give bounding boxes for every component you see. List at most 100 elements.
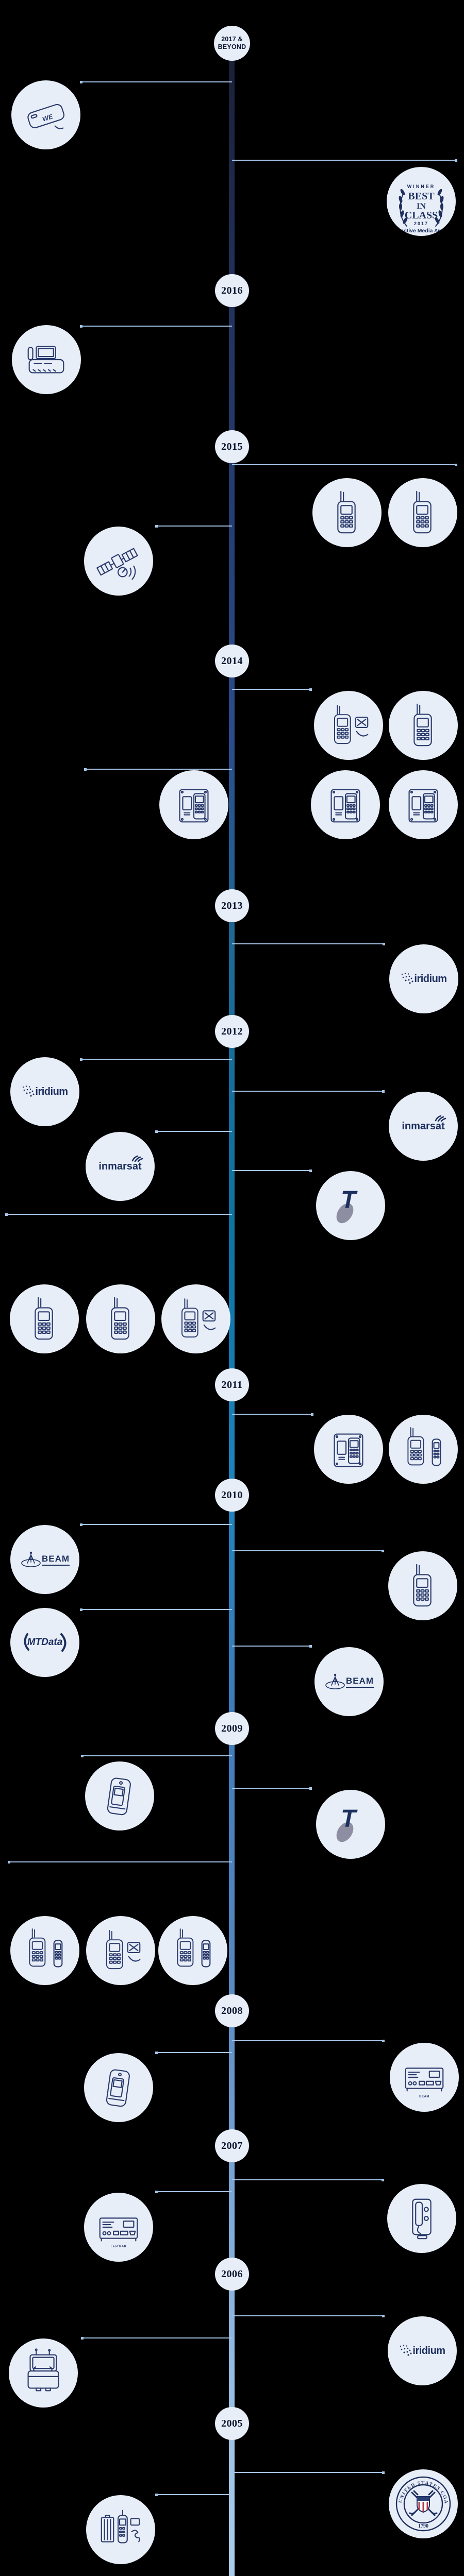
connector-endpoint-dot (455, 463, 457, 466)
event-connector-line (156, 2494, 232, 2495)
svg-text:WE: WE (41, 112, 54, 123)
device-caption: LeoTRAK (110, 2245, 127, 2248)
handset-device-circle (388, 1551, 457, 1620)
satphoneacc-icon (181, 1298, 216, 1338)
beam-logo: BEAM (20, 1550, 70, 1569)
svg-text:BEST: BEST (408, 191, 435, 202)
wall-dock-device-circle (314, 1415, 383, 1484)
satphone-icon (413, 490, 432, 534)
year-node-2013: 2013 (215, 889, 249, 922)
kit-icon (101, 2510, 140, 2544)
event-connector-line (85, 769, 232, 770)
iridium-logo: iridium (399, 2345, 445, 2357)
dock-icon (334, 1433, 363, 1467)
mtdata-logo: MTData (20, 1629, 70, 1656)
year-node-2014: 2014 (215, 645, 249, 677)
satphoneacc-icon (334, 705, 369, 744)
year-label: 2006 (221, 2268, 243, 2280)
timeline-axis (229, 59, 235, 2576)
dock-icon (330, 789, 360, 823)
connector-endpoint-dot (81, 2336, 84, 2340)
year-label: 2008 (221, 2005, 243, 2016)
connector-endpoint-dot (81, 1754, 84, 1757)
event-connector-line (232, 2315, 384, 2316)
iridium-logo-circle: iridium (388, 2316, 457, 2385)
satphone-icon (337, 490, 356, 534)
satphoneacc-icon (106, 1930, 141, 1970)
satphone-device-circle (388, 478, 457, 547)
iridium-logo-circle: iridium (10, 1057, 79, 1126)
satphone-device-circle (10, 1284, 79, 1353)
year-node-2015: 2015 (215, 430, 249, 463)
satellite-circle (84, 527, 153, 596)
inmarsat-logo-circle: inmarsat (86, 1132, 155, 1201)
event-connector-line (6, 1214, 232, 1215)
year-label: 2012 (221, 1025, 243, 1037)
connector-endpoint-dot (382, 2178, 384, 2181)
year-label: BEYOND (218, 43, 246, 50)
iridium-logo: iridium (401, 973, 447, 985)
iridium-logo: iridium (22, 1086, 68, 1098)
connector-endpoint-dot (382, 2314, 385, 2317)
satphone-device-circle (312, 478, 382, 547)
year-node-2017-beyond: 2017 &BEYOND (214, 26, 250, 61)
wall-mount-phone-circle (387, 2184, 456, 2253)
year-label: 2009 (221, 1722, 243, 1734)
connector-endpoint-dot (311, 1413, 313, 1416)
mtdata-wordmark: MTData (27, 1637, 63, 1648)
iridium-dots-icon (23, 1086, 35, 1097)
leotrak-terminal-circle: LeoTRAK (84, 2193, 153, 2262)
connector-endpoint-dot (80, 80, 82, 83)
beam-wordmark: BEAM (345, 1676, 374, 1688)
iridium-wordmark: iridium (412, 2345, 445, 2357)
us-coast-guard-seal-circle: UNITED STATES COAST GUARD1790 (389, 2469, 458, 2538)
dock-phone-device-circle (389, 1415, 458, 1484)
connector-endpoint-dot (155, 524, 158, 528)
phone-dock-device-circle (311, 770, 380, 839)
event-connector-line (232, 1414, 312, 1415)
satphone-device-circle (86, 1284, 155, 1353)
satphone-handset-kit-circle (10, 1916, 79, 1985)
dockdisplay-icon (27, 346, 64, 374)
satphone-with-accessory-circle (161, 1284, 230, 1353)
event-connector-line (82, 1755, 232, 1756)
year-node-2011: 2011 (215, 1368, 249, 1401)
event-connector-line (156, 2052, 232, 2053)
svg-text:CLASS: CLASS (405, 210, 438, 221)
telstra-logo: T (333, 1804, 369, 1845)
connector-endpoint-dot (84, 768, 87, 771)
beam-wordmark: BEAM (41, 1554, 70, 1566)
connector-endpoint-dot (80, 1058, 82, 1061)
satellite-icon (96, 548, 138, 580)
connector-endpoint-dot (383, 942, 385, 945)
satphoneduo-icon (407, 1427, 441, 1466)
year-node-2010: 2010 (215, 1479, 249, 1512)
year-label: 2010 (221, 1489, 243, 1501)
hotspot-icon: WE (27, 104, 64, 129)
connector-endpoint-dot (80, 1523, 82, 1526)
connector-endpoint-dot (382, 1549, 384, 1552)
inmarsat-signal-icon (131, 1155, 143, 1162)
uscg-seal-icon: UNITED STATES COAST GUARD1790 (393, 2474, 451, 2532)
dock-icon (179, 789, 209, 823)
year-label: 2013 (221, 900, 243, 911)
telstra-logo-circle: T (316, 1171, 385, 1240)
inmarsat-wordmark: inmarsat (402, 1120, 445, 1132)
beam-terminal-module-circle: BEAM (390, 2043, 459, 2112)
year-node-2016: 2016 (215, 274, 249, 307)
cradle-icon (106, 2069, 130, 2107)
satphone-icon (35, 1297, 53, 1340)
beam-logo-circle: BEAM (314, 1647, 384, 1716)
event-connector-line (232, 2472, 384, 2473)
satphone-icon (111, 1297, 129, 1340)
year-node-2012: 2012 (215, 1015, 249, 1048)
satphone-icon (413, 703, 432, 747)
connector-endpoint-dot (155, 2051, 158, 2054)
dock-display-device-circle (12, 325, 81, 394)
event-connector-line (232, 464, 456, 465)
svg-text:2017: 2017 (414, 221, 428, 226)
inmarsat-logo-circle: inmarsat (389, 1092, 458, 1161)
connector-endpoint-dot (80, 1608, 82, 1611)
